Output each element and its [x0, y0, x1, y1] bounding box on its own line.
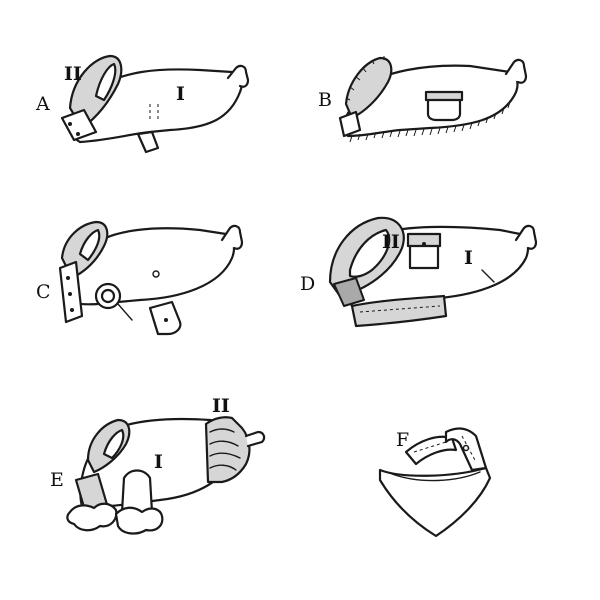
view-b-label: B — [318, 89, 332, 111]
view-a-piece-ii: II — [64, 63, 82, 85]
view-e-piece-ii: II — [212, 395, 230, 417]
view-c-label: C — [36, 281, 51, 303]
view-e-piece-i: I — [154, 451, 163, 473]
view-e-label: E — [50, 469, 64, 491]
view-e-dog-dress: I II E — [50, 395, 266, 535]
view-b-dog-coat: B — [318, 56, 528, 143]
view-c-dog-coat: C — [36, 220, 244, 336]
view-a-dog-coat: II I A — [35, 54, 250, 154]
view-d-piece-ii: II — [382, 231, 400, 253]
view-d-piece-i: I — [464, 247, 473, 269]
view-d-label: D — [300, 273, 315, 295]
view-f-bandana: F — [378, 427, 492, 538]
view-a-piece-i: I — [176, 83, 185, 105]
view-a-label: A — [35, 93, 50, 115]
view-d-dog-coat: II I D — [300, 216, 538, 328]
view-f-label: F — [396, 429, 409, 451]
